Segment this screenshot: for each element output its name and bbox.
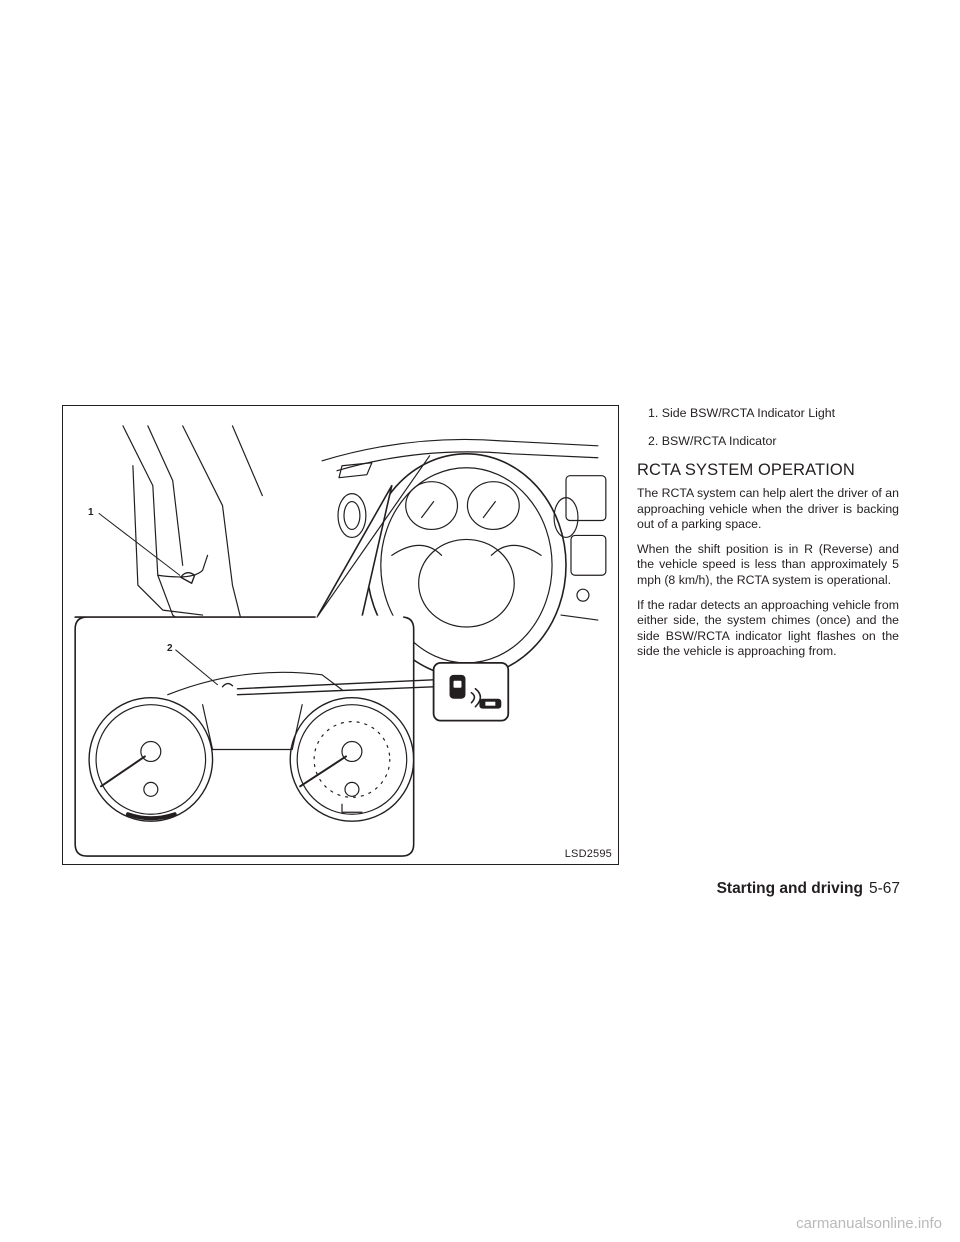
figure-legend: 1. Side BSW/RCTA Indicator Light 2. BSW/… (637, 405, 899, 449)
footer-section-title: Starting and driving (716, 880, 863, 897)
callout-number-2: 2 (167, 643, 173, 654)
figure-code: LSD2595 (564, 848, 612, 860)
illustration-figure: 1 2 LSD2595 (62, 405, 619, 865)
watermark: carmanualsonline.info (796, 1215, 942, 1232)
page-footer: Starting and driving 5-67 (600, 880, 900, 898)
callout-number-1: 1 (88, 507, 94, 518)
paragraph-2: When the shift position is in R (Reverse… (637, 541, 899, 587)
dashboard-illustration (74, 425, 607, 857)
page-number: 5-67 (868, 880, 900, 897)
legend-item-2: 2. BSW/RCTA Indicator (648, 434, 777, 448)
paragraph-3: If the radar detects an approaching vehi… (637, 597, 899, 659)
text-column: 1. Side BSW/RCTA Indicator Light 2. BSW/… (637, 405, 899, 669)
legend-item-1: 1. Side BSW/RCTA Indicator Light (648, 406, 836, 420)
paragraph-1: The RCTA system can help alert the drive… (637, 486, 899, 532)
section-heading: RCTA SYSTEM OPERATION (637, 461, 855, 479)
